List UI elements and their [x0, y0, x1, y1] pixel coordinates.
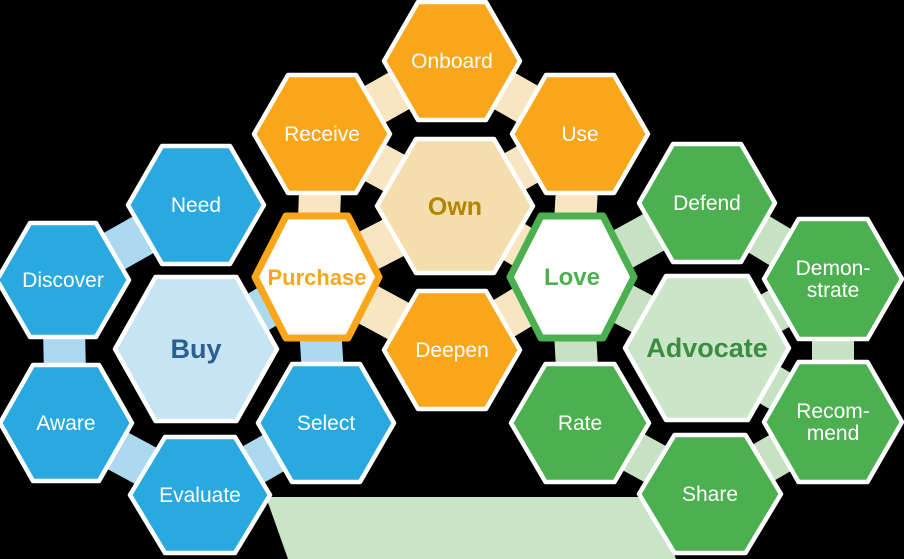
hex-select	[255, 361, 397, 485]
hex-deepen	[381, 288, 523, 412]
hex-recommend	[761, 359, 904, 485]
hex-use	[509, 72, 651, 196]
hex-discover	[0, 220, 132, 340]
hex-own	[374, 136, 536, 276]
hex-rate	[508, 361, 652, 485]
hex-receive	[251, 72, 393, 196]
hex-buy	[112, 274, 280, 424]
hex-onboard	[381, 0, 523, 123]
hex-aware	[0, 362, 135, 484]
hex-advocate	[622, 273, 792, 423]
hex-love	[506, 212, 638, 342]
hex-purchase	[251, 212, 383, 342]
hex-demonstrate	[761, 216, 904, 342]
loop-band	[266, 497, 676, 559]
hex-defend	[636, 141, 778, 265]
hex-evaluate	[127, 434, 273, 556]
loop-band-layer	[266, 497, 676, 559]
hex-need	[125, 143, 267, 267]
hex-share	[636, 432, 784, 556]
